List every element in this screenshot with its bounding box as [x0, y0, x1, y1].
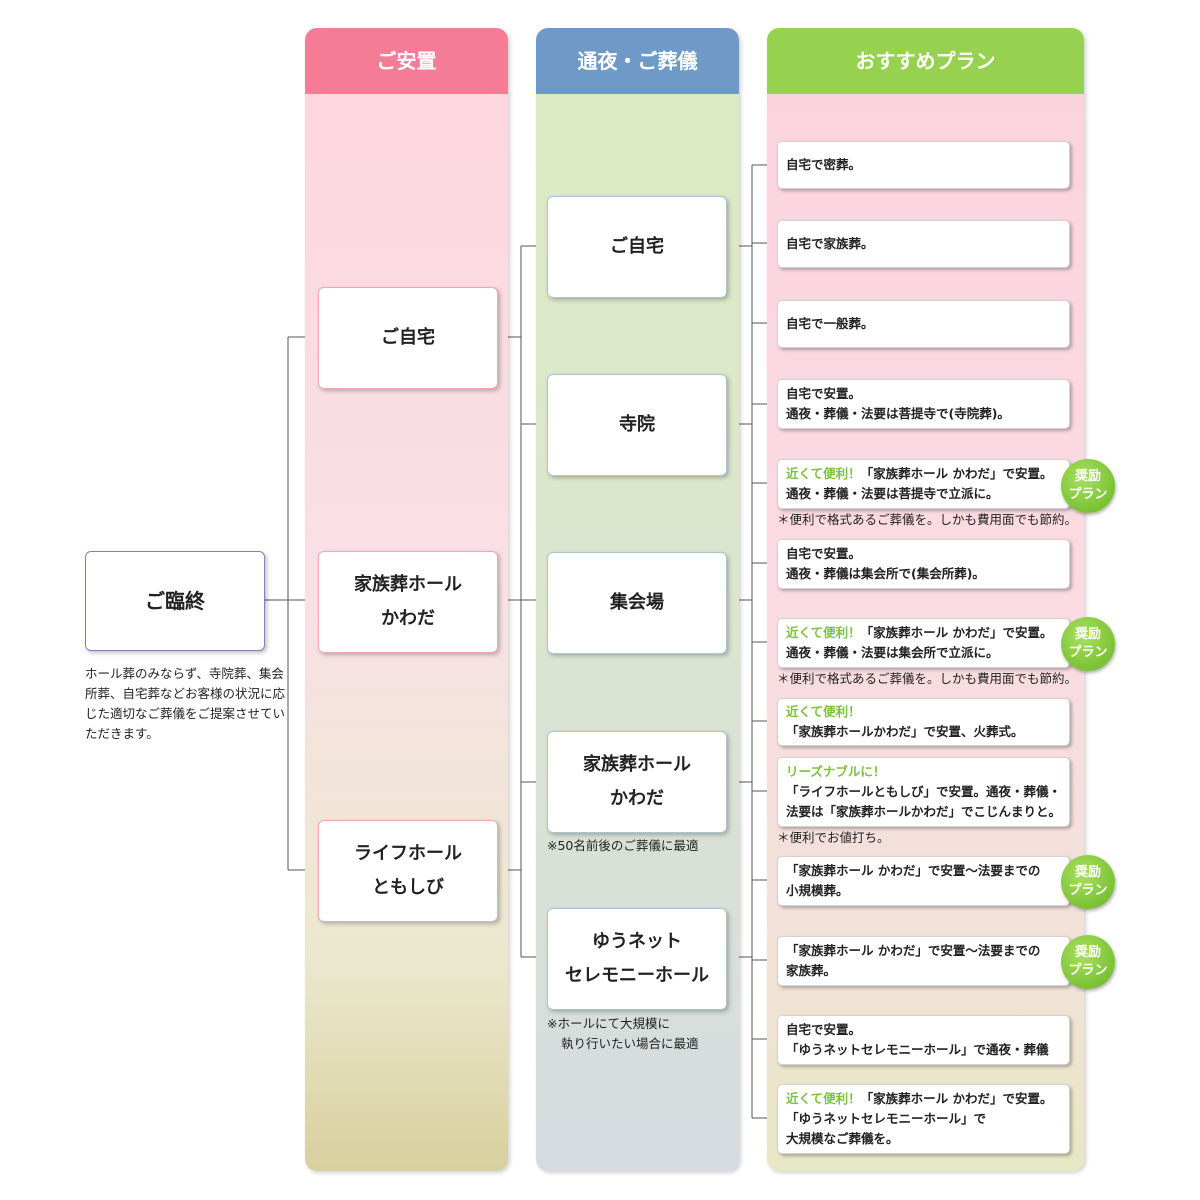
- anchi-node-home: ご自宅: [318, 287, 498, 389]
- tsuya-note-kawada: ※50名前後のご葬儀に最適: [547, 838, 699, 853]
- node-label: かわだ: [610, 788, 664, 809]
- node-label: ご自宅: [381, 327, 435, 348]
- plan-item: 「家族葬ホール かわだ」で安置〜法要までの 家族葬。: [777, 936, 1070, 986]
- recommend-badge: 奨励プラン: [1061, 855, 1115, 909]
- node-label: かわだ: [381, 608, 435, 629]
- plan-item: リーズナブルに！ 「ライフホールともしび」で安置。通夜・葬儀・ 法要は「家族葬ホ…: [777, 757, 1070, 827]
- tsuya-note-yunet: ※ホールにて大規模に 執り行いたい場合に最適: [547, 1016, 699, 1051]
- tsuya-node-yunet: ゆうネット セレモニーホール: [547, 908, 727, 1010]
- recommend-badge: 奨励プラン: [1061, 935, 1115, 989]
- tsuya-node-home: ご自宅: [547, 196, 727, 298]
- node-label: 家族葬ホール: [354, 574, 462, 595]
- anchi-node-kawada: 家族葬ホール かわだ: [318, 551, 498, 653]
- recommend-badge: 奨励プラン: [1061, 617, 1115, 671]
- plan-item: 自宅で安置。 「ゆうネットセレモニーホール」で通夜・葬儀: [777, 1015, 1070, 1065]
- node-label: ゆうネット: [592, 931, 682, 952]
- node-label: ともしび: [372, 877, 444, 898]
- plan-note: ＊便利で格式あるご葬儀を。しかも費用面でも節約。: [777, 671, 1078, 686]
- plan-item: 自宅で家族葬。: [777, 220, 1070, 268]
- column-header-tsuya: 通夜・ご葬儀: [536, 28, 739, 94]
- plan-item: 「家族葬ホール かわだ」で安置〜法要までの 小規模葬。: [777, 856, 1070, 906]
- recommend-badge: 奨励プラン: [1061, 459, 1115, 513]
- node-label: 寺院: [619, 414, 655, 435]
- start-description: ホール葬のみならず、寺院葬、集会所葬、自宅葬などお客様の状況に応じた適切なご葬儀…: [85, 666, 286, 741]
- plan-note: ＊便利でお値打ち。: [777, 830, 890, 845]
- plan-note: ＊便利で格式あるご葬儀を。しかも費用面でも節約。: [777, 512, 1078, 527]
- plan-item: 近くて便利！「家族葬ホール かわだ」で安置。 通夜・葬儀・法要は集会所で立派に。: [777, 618, 1070, 668]
- column-header-anchi: ご安置: [305, 28, 508, 94]
- node-label: セレモニーホール: [565, 965, 709, 986]
- column-plan: おすすめプラン: [767, 28, 1084, 1171]
- tsuya-node-hall: 集会場: [547, 552, 727, 654]
- start-node: ご臨終: [85, 551, 265, 651]
- plan-item: 近くて便利！「家族葬ホール かわだ」で安置。 通夜・葬儀・法要は菩提寺で立派に。: [777, 459, 1070, 509]
- start-label: ご臨終: [145, 589, 205, 613]
- plan-item: 自宅で安置。 通夜・葬儀は集会所で(集会所葬)。: [777, 539, 1070, 589]
- tsuya-node-temple: 寺院: [547, 374, 727, 476]
- plan-item: 自宅で安置。 通夜・葬儀・法要は菩提寺で(寺院葬)。: [777, 379, 1070, 429]
- node-label: 集会場: [610, 592, 664, 613]
- anchi-node-tomoshibi: ライフホール ともしび: [318, 820, 498, 922]
- node-label: ライフホール: [354, 843, 462, 864]
- tsuya-node-kawada: 家族葬ホール かわだ: [547, 731, 727, 833]
- plan-item: 自宅で一般葬。: [777, 300, 1070, 348]
- plan-item: 近くて便利！ 「家族葬ホールかわだ」で安置、火葬式。: [777, 698, 1070, 746]
- plan-item: 自宅で密葬。: [777, 141, 1070, 189]
- plan-item: 近くて便利！「家族葬ホール かわだ」で安置。 「ゆうネットセレモニーホール」で …: [777, 1084, 1070, 1154]
- node-label: ご自宅: [610, 236, 664, 257]
- column-header-plan: おすすめプラン: [767, 28, 1084, 94]
- node-label: 家族葬ホール: [583, 754, 691, 775]
